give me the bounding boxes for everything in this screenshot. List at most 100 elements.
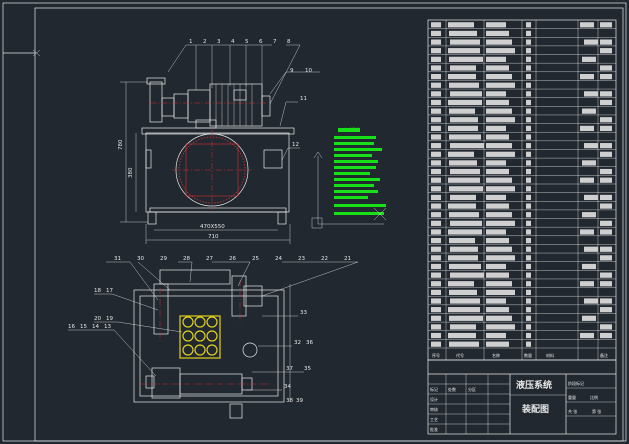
callout-label: 38 <box>286 398 293 404</box>
table-cell-text <box>600 229 612 235</box>
table-cell-text <box>600 22 612 28</box>
table-cell-text <box>486 212 512 218</box>
table-cell-text <box>449 289 477 296</box>
table-cell-text <box>431 298 441 304</box>
level-gauge <box>145 149 152 169</box>
callout-label: 23 <box>298 256 305 262</box>
table-cell-text <box>580 332 594 339</box>
valve-coil <box>182 330 194 342</box>
title-block: 液压系统 装配图 标记 处数 分区 设计 审核 工艺 批准 阶段标记 重量 比例… <box>427 359 617 435</box>
ucs-arrow <box>313 151 319 159</box>
table-cell-text <box>486 151 515 157</box>
note-line <box>334 196 368 199</box>
table-cell-text <box>431 99 441 106</box>
table-cell-text <box>431 194 441 201</box>
table-cell-text <box>580 73 594 80</box>
table-cell-text <box>448 125 478 132</box>
table-cell-text <box>431 30 441 37</box>
table-cell-text <box>431 324 441 330</box>
pump-station-left <box>153 283 169 335</box>
callout-label: 24 <box>275 256 282 262</box>
table-cell-text <box>600 272 612 278</box>
table-cell-text <box>582 56 596 62</box>
callout-label: 29 <box>160 256 167 262</box>
table-cell-text <box>450 91 482 97</box>
callout-label: 28 <box>183 256 190 262</box>
table-cell-text <box>431 160 441 166</box>
table-cell-text <box>486 168 509 175</box>
drawing-frame <box>34 7 624 442</box>
table-cell-text <box>526 108 531 114</box>
table-cell-text <box>526 341 531 347</box>
table-cell-text <box>431 289 441 296</box>
table-cell-text <box>431 315 441 321</box>
table-cell-text <box>526 237 531 244</box>
table-cell-text <box>600 91 612 97</box>
note-line <box>334 154 372 157</box>
table-cell-text <box>486 324 515 330</box>
table-cell-text <box>600 255 612 261</box>
table-cell-text <box>450 168 480 175</box>
table-cell-text <box>526 56 531 62</box>
table-cell-text <box>431 108 441 114</box>
callout-label: 13 <box>104 324 111 330</box>
table-cell-text <box>526 298 531 304</box>
callout-label: 21 <box>344 256 351 262</box>
table-cell-text <box>486 160 506 166</box>
leader <box>94 293 159 311</box>
table-cell-text <box>526 22 531 28</box>
valve-stack-outline <box>179 315 221 359</box>
leader <box>94 321 183 333</box>
drawing-subtitle: 装配图 <box>521 403 549 415</box>
leader <box>261 261 359 297</box>
dim-height: 780 <box>118 139 124 150</box>
table-cell-text <box>600 203 612 209</box>
callout-label: 9 <box>290 68 294 74</box>
tb-label: 处数 <box>448 386 456 392</box>
table-cell-text <box>600 332 612 339</box>
callout-label: 17 <box>106 288 113 294</box>
leader-top <box>167 44 272 73</box>
table-cell-text <box>448 73 476 80</box>
table-cell-text <box>431 134 441 140</box>
table-cell-text <box>448 332 476 339</box>
table-cell-text <box>584 91 598 97</box>
callout-label: 5 <box>245 39 249 45</box>
table-cell-text <box>600 125 612 132</box>
leader <box>106 261 159 301</box>
table-cell-text <box>526 194 531 201</box>
table-cell-text <box>526 246 531 252</box>
callout-label: 33 <box>300 310 307 316</box>
table-cell-text <box>580 177 594 183</box>
valve-coil <box>206 344 218 356</box>
table-cell-text <box>449 160 477 166</box>
table-cell-text <box>448 99 482 106</box>
table-cell-text <box>600 117 612 123</box>
tb-label: 阶段标记 <box>568 380 584 386</box>
table-cell-text <box>448 48 480 54</box>
fold-mark <box>32 49 41 57</box>
table-cell-text <box>431 48 441 54</box>
table-cell-text <box>486 289 515 296</box>
tb-label: 比例 <box>590 394 598 400</box>
table-cell-text <box>486 307 509 313</box>
callout-label: 4 <box>231 39 235 45</box>
callout-label: 15 <box>80 324 87 330</box>
table-cell-text <box>486 298 506 304</box>
callout-label: 32 <box>294 340 301 346</box>
valve-coil <box>182 344 194 356</box>
pump-station-right <box>231 275 247 317</box>
note-line <box>334 142 374 145</box>
tb-label: 标记 <box>430 386 438 392</box>
callout-label: 3 <box>217 39 221 45</box>
table-cell-text <box>450 246 478 252</box>
table-cell-text <box>431 22 441 28</box>
table-cell-text <box>431 237 441 244</box>
table-cell-text <box>431 281 441 287</box>
table-cell-text <box>486 229 506 235</box>
tb-label: 第 张 <box>592 408 601 414</box>
